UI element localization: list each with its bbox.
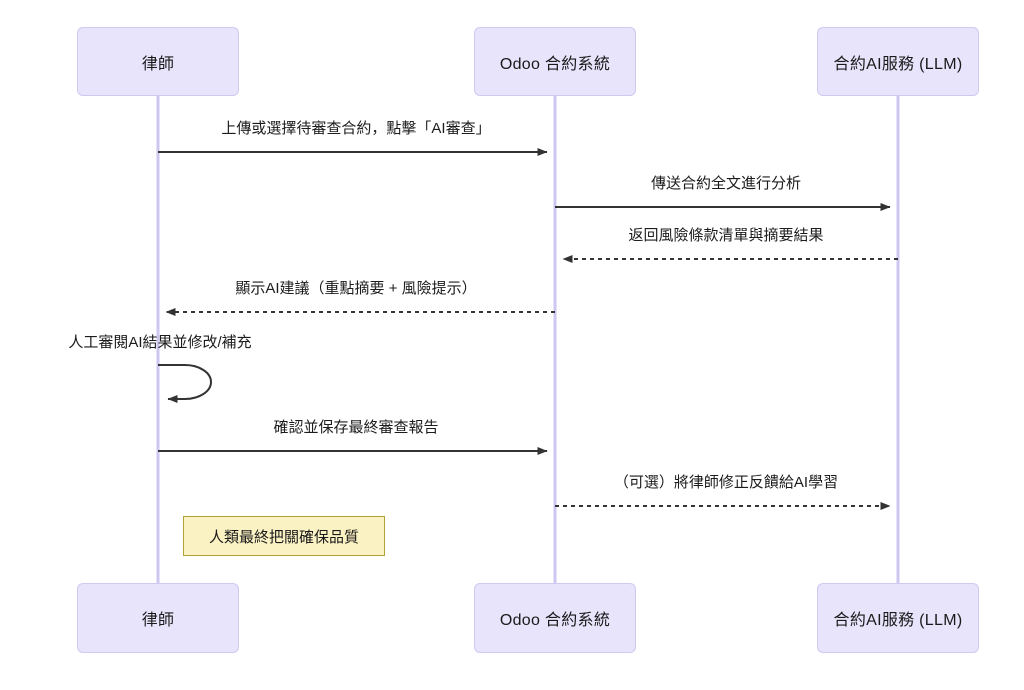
participant-label-odoo-top: Odoo 合約系統 [499, 55, 611, 73]
message-text-2: 傳送合約全文進行分析 [650, 175, 802, 192]
note-label: 人類最終把關確保品質 [208, 528, 359, 546]
message-text-5: 人工審閱AI結果並修改/補充 [68, 334, 252, 351]
participant-box-odoo-bottom[interactable]: Odoo 合約系統 [474, 583, 636, 653]
message-label-4: 顯示AI建議（重點摘要 + 風險提示） [235, 280, 476, 298]
message-arrow-5-self-loop [158, 364, 212, 403]
message-text-7: （可選）將律師修正反饋給AI學習 [613, 474, 839, 491]
message-label-7: （可選）將律師修正反饋給AI學習 [614, 474, 838, 492]
participant-box-odoo-top[interactable]: Odoo 合約系統 [474, 27, 636, 96]
message-text-6: 確認並保存最終審查報告 [273, 419, 439, 436]
message-label-1: 上傳或選擇待審查合約，點擊「AI審查」 [221, 120, 490, 138]
participant-box-lawyer-bottom[interactable]: 律師 [77, 583, 239, 653]
participant-label-lawyer-top: 律師 [141, 55, 175, 73]
lifelines [156, 96, 900, 583]
participant-box-ai-top[interactable]: 合約AI服務 (LLM) [817, 27, 979, 96]
message-text-1: 上傳或選擇待審查合約，點擊「AI審查」 [221, 120, 491, 137]
message-label-2: 傳送合約全文進行分析 [651, 175, 801, 193]
participant-label-ai-top: 合約AI服務 (LLM) [833, 55, 963, 73]
message-label-3: 返回風險條款清單與摘要結果 [628, 227, 823, 245]
note-human-final-check: 人類最終把關確保品質 [183, 516, 385, 556]
message-text-3: 返回風險條款清單與摘要結果 [628, 227, 824, 244]
message-label-5: 人工審閱AI結果並修改/補充 [68, 334, 251, 352]
participant-box-lawyer-top[interactable]: 律師 [77, 27, 239, 96]
participant-label-lawyer-bottom: 律師 [141, 612, 175, 629]
participant-box-ai-bottom[interactable]: 合約AI服務 (LLM) [817, 583, 979, 653]
participant-label-ai-bottom: 合約AI服務 (LLM) [833, 612, 963, 629]
participant-label-odoo-bottom: Odoo 合約系統 [499, 612, 611, 629]
message-text-4: 顯示AI建議（重點摘要 + 風險提示） [235, 280, 477, 297]
message-label-6: 確認並保存最終審查報告 [273, 419, 438, 437]
